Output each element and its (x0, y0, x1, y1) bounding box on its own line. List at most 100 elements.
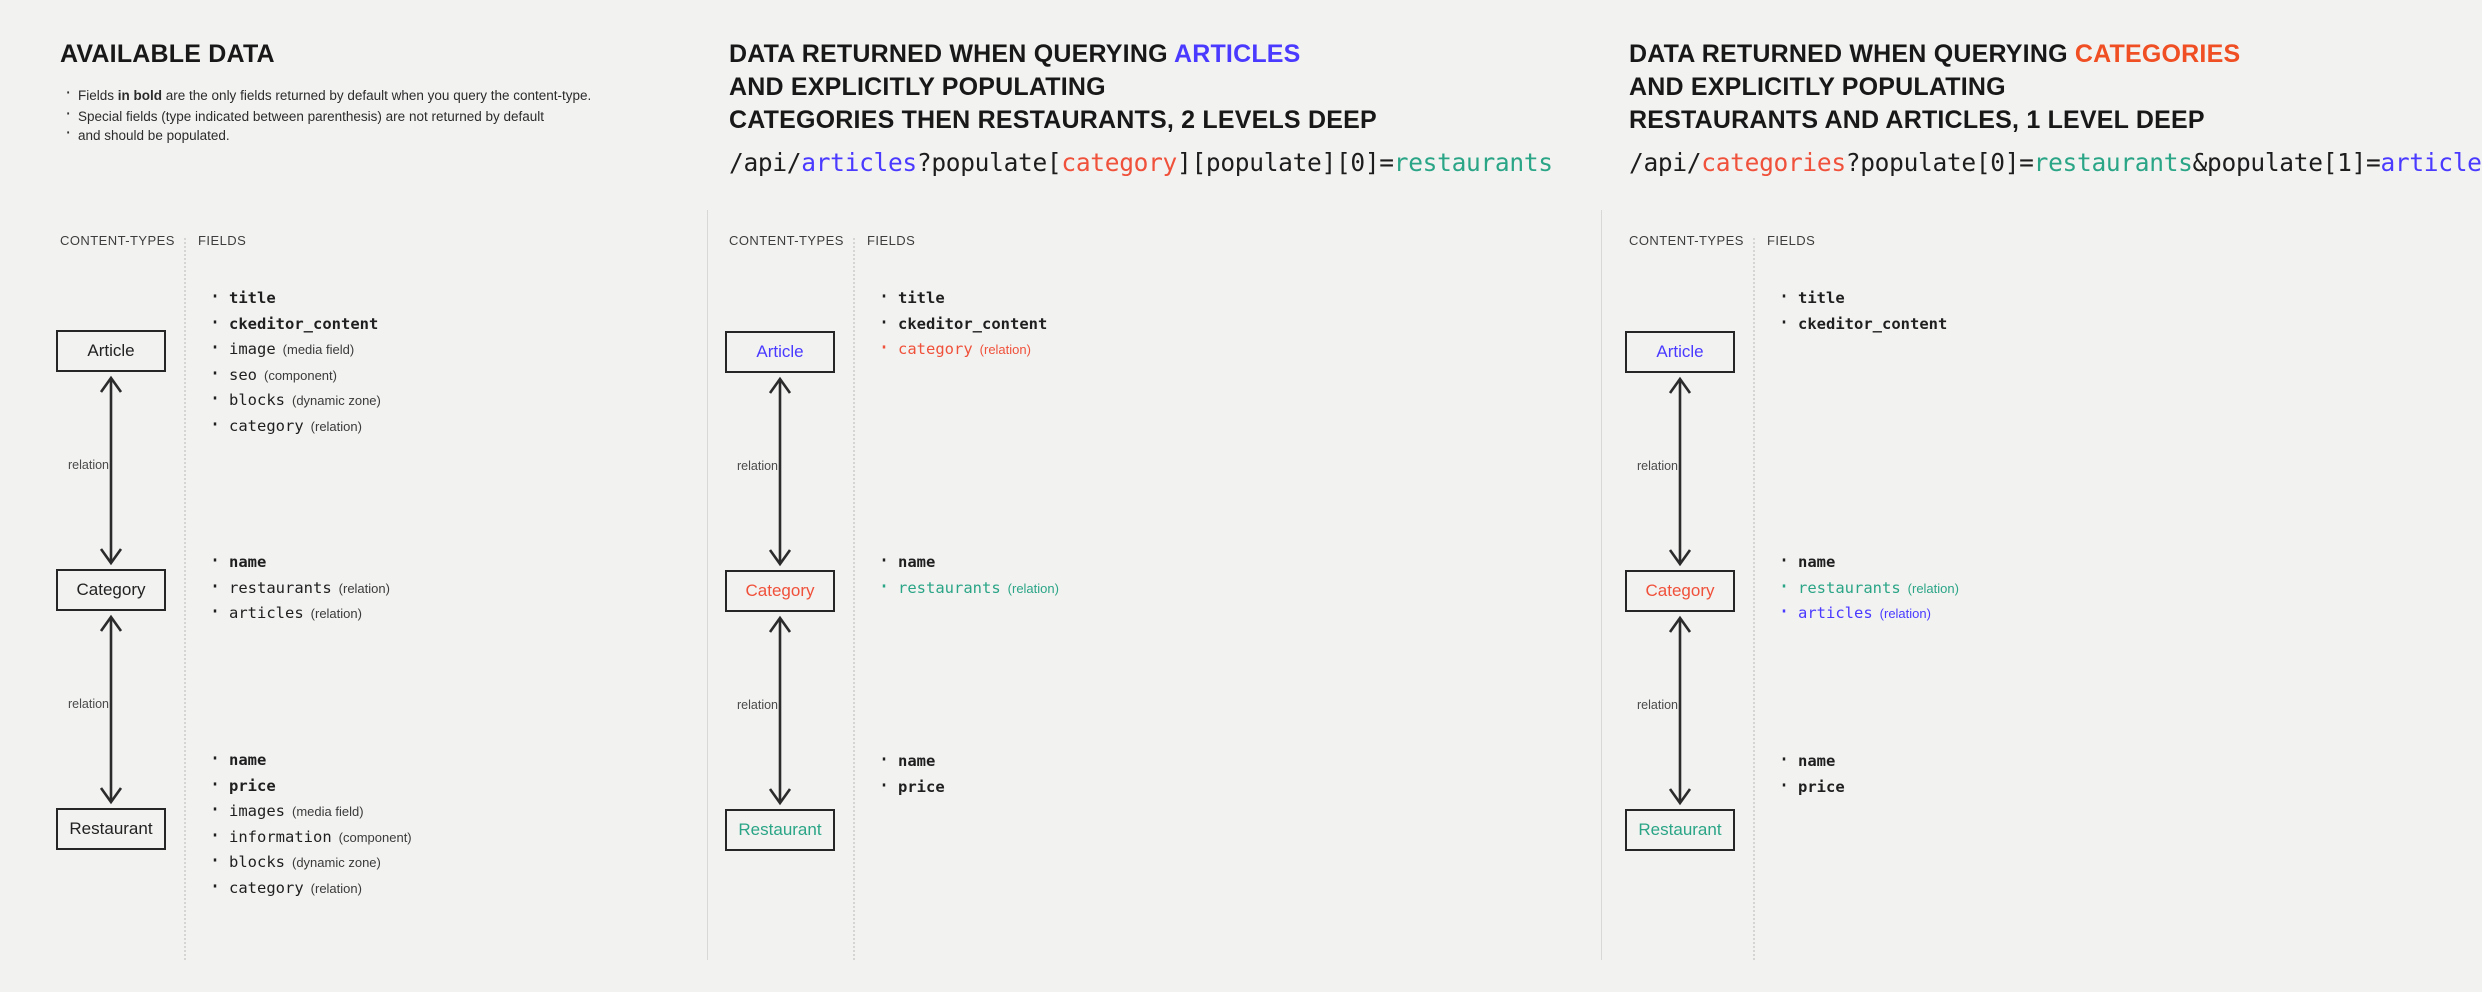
field-item-category: category(relation) (207, 412, 381, 440)
field-list-category: namerestaurants(relation)articles(relati… (1776, 548, 1959, 627)
entity-label: Restaurant (1638, 820, 1722, 839)
relation-label: relation (68, 458, 109, 472)
entity-box-article[interactable]: Article (56, 330, 166, 372)
api-seg-base: /api/ (729, 148, 802, 177)
field-name: restaurants (229, 578, 332, 597)
field-name: name (229, 553, 267, 571)
field-name: ckeditor_content (898, 314, 1048, 333)
entity-box-category[interactable]: Category (1625, 570, 1735, 612)
api-path-articles[interactable]: /api/articles?populate[category][populat… (729, 148, 1553, 177)
field-item-category: category(relation) (207, 874, 412, 902)
api-seg-base: /api/ (1629, 148, 1702, 177)
double-arrow-icon (1668, 615, 1692, 806)
field-name: title (1798, 289, 1845, 307)
field-item-restaurants: restaurants(relation) (1776, 574, 1959, 602)
field-type: (component) (264, 367, 337, 383)
note-item-continuation: and should be populated. (62, 123, 622, 145)
field-list-restaurant: namepriceimages(media field)information(… (207, 746, 412, 902)
field-name: blocks (229, 391, 285, 409)
field-name: ckeditor_content (229, 314, 379, 333)
field-name: title (229, 289, 276, 307)
field-item-name: name (1776, 747, 1845, 775)
field-name: blocks (229, 853, 285, 871)
heading-highlight-categories: CATEGORIES (2074, 40, 2241, 68)
relation-connector-category-restaurant: relation (737, 612, 810, 809)
note-text-bold: in bold (117, 88, 163, 103)
panel-3-heading: DATA RETURNED WHEN QUERYING CATEGORIES A… (1629, 38, 2240, 137)
panel-divider-2 (1601, 210, 1602, 960)
api-path-categories[interactable]: /api/categories?populate[0]=restaurants&… (1629, 148, 2482, 177)
relation-connector-article-category: relation (1637, 373, 1710, 570)
note-text-pre: Special fields (type indicated between p… (78, 109, 545, 124)
entity-box-restaurant[interactable]: Restaurant (1625, 809, 1735, 851)
panel-3-heading-line-1: DATA RETURNED WHEN QUERYING CATEGORIES (1629, 38, 2240, 71)
relation-label: relation (1637, 698, 1678, 712)
field-item-price: price (1776, 773, 1845, 801)
field-list-article: titleckeditor_contentimage(media field)s… (207, 284, 381, 440)
field-item-title: title (876, 284, 1047, 312)
field-item-image: image (media field) (207, 335, 381, 363)
entity-label: Restaurant (69, 819, 153, 838)
field-name: information (229, 827, 332, 846)
panel-query-categories: DATA RETURNED WHEN QUERYING CATEGORIES A… (1610, 0, 2482, 992)
entity-box-article[interactable]: Article (1625, 331, 1735, 373)
field-item-price: price (876, 773, 945, 801)
field-name: category (229, 878, 304, 897)
panel-1-heading: AVAILABLE DATA (60, 38, 275, 71)
entity-label: Category (745, 581, 815, 600)
field-list-restaurant: name price (1776, 747, 1845, 801)
field-item-price: price (207, 772, 412, 800)
field-item-ckeditor_content: ckeditor_content (207, 310, 381, 338)
field-name: ckeditor_content (1798, 314, 1948, 333)
panel-available-data: AVAILABLE DATA Fields in bold are the on… (0, 0, 856, 992)
panel-query-articles: DATA RETURNED WHEN QUERYING ARTICLES AND… (710, 0, 1553, 992)
api-seg-categories: categories (1701, 148, 1846, 177)
field-name: image (229, 340, 276, 358)
api-seg-populate0: ?populate[0]= (1845, 148, 2034, 177)
field-name: price (898, 777, 945, 796)
field-name: name (1798, 752, 1836, 770)
heading-highlight-articles: ARTICLES (1173, 40, 1301, 68)
entity-label: Article (1656, 342, 1704, 361)
note-text-post: are the only fields returned by default … (162, 88, 592, 103)
field-name: name (229, 751, 267, 769)
panel-2-heading-line-2: AND EXPLICITLY POPULATING (729, 73, 1106, 101)
entity-box-article[interactable]: Article (725, 331, 835, 373)
field-item-information: information (component) (207, 823, 412, 851)
api-seg-populate-open: ?populate[ (916, 148, 1062, 177)
field-item-ckeditor_content: ckeditor_content (1776, 310, 1948, 338)
field-type: (relation) (979, 342, 1031, 357)
panel-3-label-content-types: CONTENT-TYPES (1629, 233, 1744, 248)
field-item-title: title (1776, 284, 1947, 312)
field-item-title: title (207, 284, 381, 312)
double-arrow-icon (99, 614, 123, 805)
entity-box-restaurant[interactable]: Restaurant (725, 809, 835, 851)
field-list-category: namerestaurants(relation)articles(relati… (207, 548, 390, 627)
field-type: (relation) (1907, 580, 1959, 596)
entity-box-category[interactable]: Category (725, 570, 835, 612)
heading-text: DATA RETURNED WHEN QUERYING (1629, 40, 2075, 68)
panel-2-heading-line-1: DATA RETURNED WHEN QUERYING ARTICLES (729, 38, 1377, 71)
panel-1-notes: Fields in bold are the only fields retur… (62, 83, 622, 147)
field-type: (dynamic zone) (292, 855, 381, 870)
field-item-articles: articles(relation) (1776, 599, 1959, 627)
relation-label: relation (68, 697, 109, 711)
field-type: (relation) (1007, 580, 1059, 596)
relation-connector-category-restaurant: relation (68, 611, 141, 808)
field-item-name: name (207, 548, 390, 576)
field-list-article: title ckeditor_content (1776, 284, 1948, 338)
relation-label: relation (737, 698, 778, 712)
field-name: name (898, 752, 936, 770)
entity-box-restaurant[interactable]: Restaurant (56, 808, 166, 850)
api-seg-restaurants: restaurants (2033, 148, 2193, 177)
field-type: (relation) (338, 580, 390, 596)
panel-3-heading-line-2: AND EXPLICITLY POPULATING (1629, 73, 2006, 101)
field-list-category: namerestaurants(relation) (876, 548, 1059, 601)
api-seg-populate-idx: ][populate][0]= (1177, 148, 1394, 177)
field-type: (component) (338, 829, 412, 845)
field-type: (media field) (282, 342, 355, 357)
field-type: (relation) (310, 606, 362, 621)
panel-3-heading-line-3: RESTAURANTS AND ARTICLES, 1 LEVEL DEEP (1629, 106, 2205, 134)
entity-box-category[interactable]: Category (56, 569, 166, 611)
